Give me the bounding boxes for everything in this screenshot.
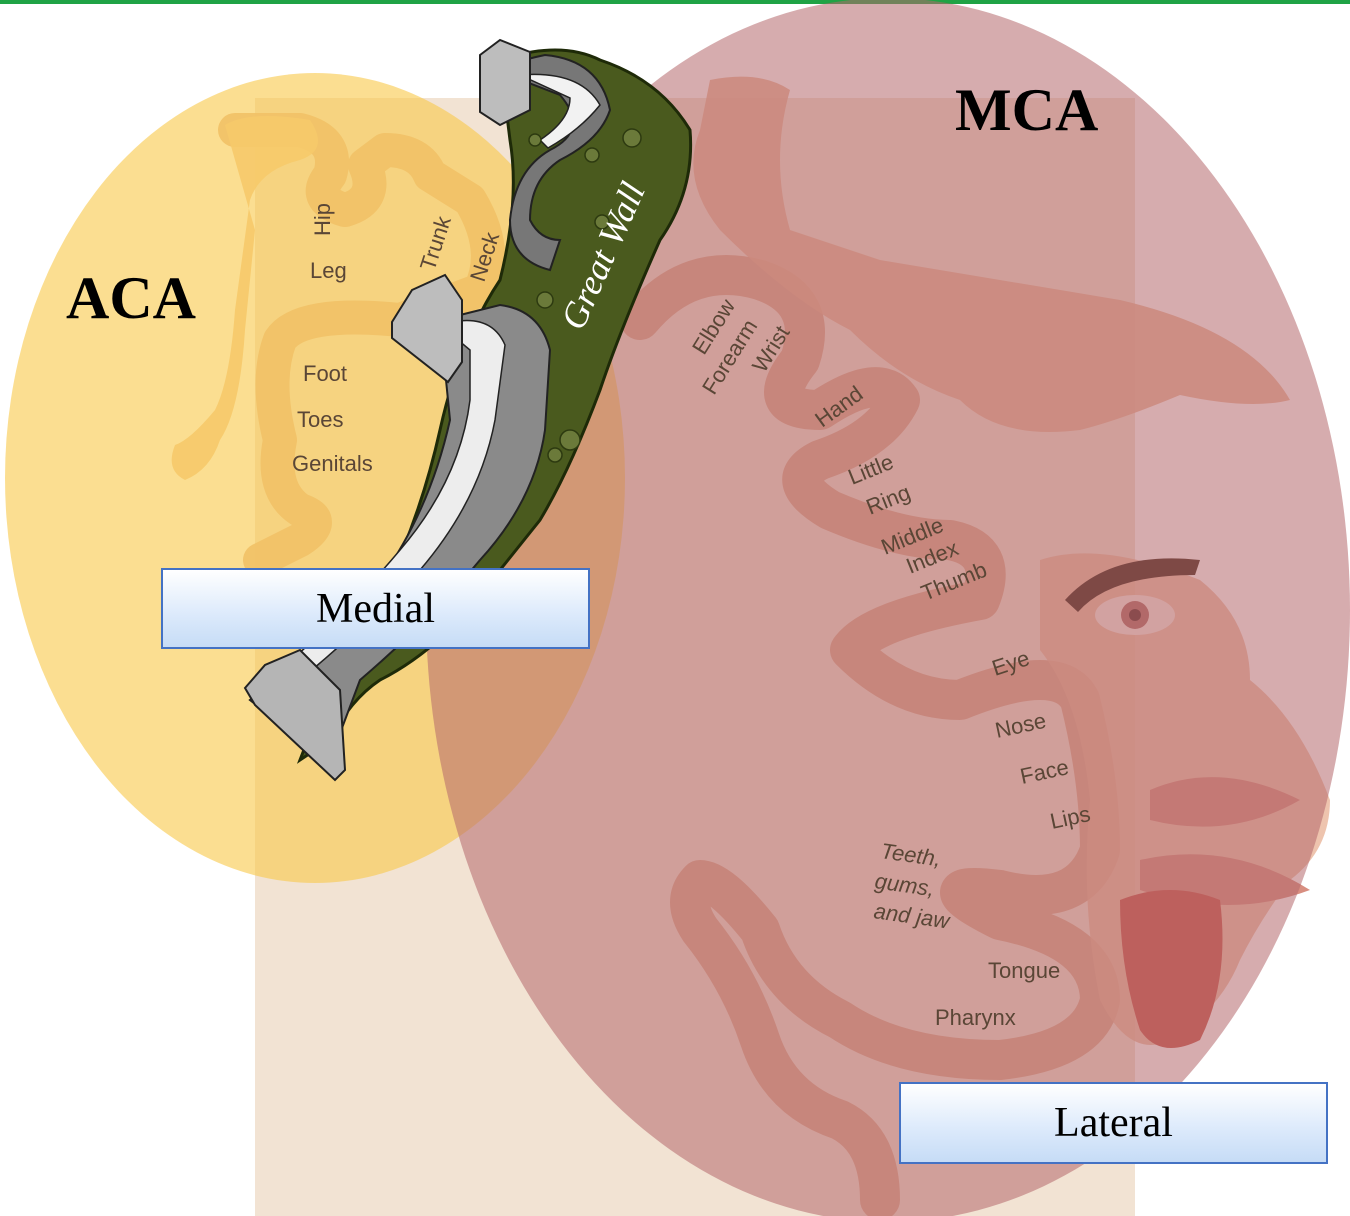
label-foot: Foot: [303, 361, 347, 386]
top-border: [0, 0, 1350, 4]
label-genitals: Genitals: [292, 451, 373, 476]
label-leg: Leg: [310, 258, 347, 283]
aca-label: ACA: [66, 268, 196, 328]
label-pharynx: Pharynx: [935, 1005, 1016, 1030]
lateral-box: Lateral: [899, 1082, 1328, 1164]
mca-label: MCA: [955, 80, 1098, 140]
label-tongue: Tongue: [988, 958, 1060, 983]
label-hip: Hip: [310, 203, 335, 236]
label-toes: Toes: [297, 407, 343, 432]
medial-box: Medial: [161, 568, 590, 649]
great-wall-tower-top: [480, 40, 530, 125]
